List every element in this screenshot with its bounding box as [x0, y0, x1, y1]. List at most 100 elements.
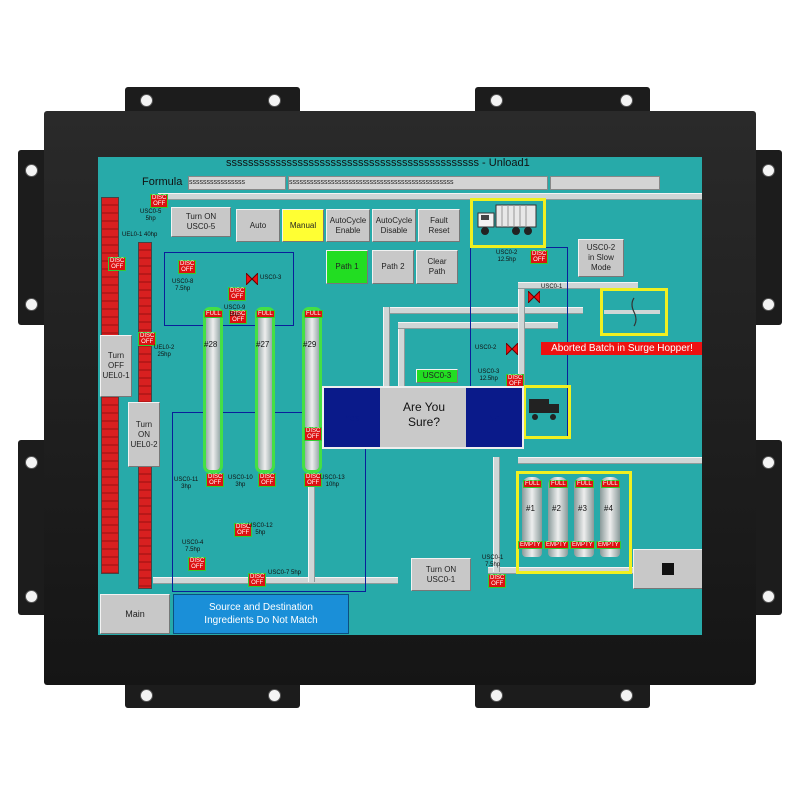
aborted-batch-alarm: Aborted Batch in Surge Hopper! — [541, 342, 702, 355]
label-uel01: UEL0-1 40hp — [122, 232, 158, 238]
right-vertical-pipe — [518, 282, 525, 397]
main-button[interactable]: Main — [100, 594, 170, 634]
screw-hole — [620, 94, 633, 107]
empty-tag: EMPTY — [544, 541, 569, 549]
stop-button[interactable] — [633, 549, 702, 589]
title-bar — [98, 157, 702, 173]
autocycle-disable-button[interactable]: AutoCycle Disable — [372, 209, 416, 242]
dialog-yes-label: Yes — [344, 412, 360, 423]
disc-off-tag: DISC OFF — [229, 310, 248, 324]
label-usc03-top: USC0-3 — [260, 275, 282, 281]
truck-icon — [476, 203, 538, 237]
empty-tag: EMPTY — [596, 541, 621, 549]
tank-27[interactable] — [255, 307, 275, 473]
lower-drop-pipe — [493, 457, 500, 572]
disc-off-tag: DISC OFF — [506, 374, 525, 388]
dialog-question: Are You Sure? — [402, 400, 446, 429]
bin-3[interactable] — [574, 477, 594, 557]
tank-29[interactable] — [302, 307, 322, 473]
label-usc08: USC0-8 7.5hp — [172, 279, 194, 292]
disc-off-tag: DISC OFF — [304, 473, 323, 487]
screw-hole — [490, 94, 503, 107]
lower-right-pipe — [518, 457, 702, 464]
tank-28[interactable] — [203, 307, 223, 473]
mid-branch-pipe — [398, 322, 558, 329]
tank-27-label: #27 — [256, 340, 270, 349]
stop-icon — [662, 563, 674, 575]
screw-hole — [762, 164, 775, 177]
label-uel02: UEL0-2 25hp — [154, 345, 175, 358]
formula-field-1[interactable]: ssssssssssssssss — [188, 176, 286, 190]
label-usc09: USC0-9 5hp — [224, 305, 246, 318]
clear-path-button[interactable]: Clear Path — [416, 250, 458, 284]
disc-off-tag: DISC OFF — [228, 287, 247, 301]
screw-hole — [25, 590, 38, 603]
screw-hole — [762, 456, 775, 469]
turn-on-usc05-button[interactable]: Turn ON USC0-5 — [171, 207, 231, 237]
bin-2[interactable] — [548, 477, 568, 557]
path-2-button[interactable]: Path 2 — [372, 250, 414, 284]
bin-4-label: #4 — [604, 504, 613, 513]
screw-hole — [620, 689, 633, 702]
formula-field-3[interactable] — [550, 176, 660, 190]
label-usc02-valve: USC0-2 — [475, 345, 497, 351]
bin-1[interactable] — [522, 477, 542, 557]
mount-bracket-left-top — [18, 150, 48, 325]
screw-hole — [762, 590, 775, 603]
mount-bracket-right-top — [752, 150, 782, 325]
right-branch-pipe — [518, 282, 638, 289]
disc-off-tag: DISC OFF — [234, 523, 253, 537]
turn-on-usc01-button[interactable]: Turn ON USC0-1 — [411, 558, 471, 591]
screw-hole — [268, 689, 281, 702]
window-title: ssssssssssssssssssssssssssssssssssssssss… — [226, 157, 530, 169]
disc-off-tag: DISC OFF — [206, 473, 225, 487]
valve-usc03-icon[interactable] — [245, 271, 259, 287]
mid-pipe-2 — [398, 322, 405, 387]
empty-tag: EMPTY — [518, 541, 543, 549]
turn-on-uel02-button[interactable]: Turn ON UEL0-2 — [128, 402, 160, 467]
disc-off-tag: DISC OFF — [150, 194, 169, 208]
disc-off-tag: DISC OFF — [530, 250, 549, 264]
disc-off-tag: DISC OFF — [258, 473, 277, 487]
label-usc04: USC0-4 7.5hp — [182, 540, 204, 553]
screw-hole — [140, 689, 153, 702]
full-tag: FULL — [549, 480, 568, 488]
disc-off-tag: DISC OFF — [108, 257, 127, 271]
valve-usc01-icon[interactable] — [527, 289, 541, 305]
screw-hole — [762, 298, 775, 311]
full-tag: FULL — [304, 310, 323, 318]
screw-hole — [140, 94, 153, 107]
usc03-button[interactable]: USC0-3 — [416, 369, 458, 383]
empty-tag: EMPTY — [570, 541, 595, 549]
full-tag: FULL — [523, 480, 542, 488]
mount-bracket-right-bottom — [752, 440, 782, 615]
mount-bracket-left-bottom — [18, 440, 48, 615]
label-usc02-top: USC0-2 12.5hp — [496, 250, 518, 263]
usc02-slow-mode-button[interactable]: USC0-2 in Slow Mode — [578, 239, 624, 277]
selection-box-top — [164, 252, 294, 326]
dialog-yes-button[interactable]: Yes — [324, 388, 380, 447]
mismatch-message: Source and Destination Ingredients Do No… — [173, 594, 349, 634]
dialog-no-button[interactable]: No — [466, 388, 522, 447]
valve-usc02-icon[interactable] — [505, 341, 519, 357]
auto-button[interactable]: Auto — [236, 209, 280, 242]
full-tag: FULL — [575, 480, 594, 488]
bottom-pipe — [153, 577, 398, 584]
top-pipe — [158, 193, 702, 200]
disc-off-tag: DISC OFF — [488, 574, 507, 588]
bin-4[interactable] — [600, 477, 620, 557]
tank-28-label: #28 — [204, 340, 218, 349]
fault-reset-button[interactable]: Fault Reset — [418, 209, 460, 242]
full-tag: FULL — [204, 310, 223, 318]
label-usc01-valve: USC0-1 — [541, 284, 563, 290]
formula-field-2[interactable]: ssssssssssssssssssssssssssssssssssssssss… — [288, 176, 548, 190]
autocycle-enable-button[interactable]: AutoCycle Enable — [326, 209, 370, 242]
label-usc07: USC0-7 5hp — [268, 570, 302, 576]
bin-selection — [516, 471, 632, 574]
manual-button[interactable]: Manual — [282, 209, 324, 242]
bin-1-label: #1 — [526, 504, 535, 513]
formula-label: Formula — [142, 176, 183, 188]
path-1-button[interactable]: Path 1 — [326, 250, 368, 284]
turn-off-uel01-button[interactable]: Turn OFF UEL0-1 — [100, 335, 132, 397]
screw-hole — [490, 689, 503, 702]
